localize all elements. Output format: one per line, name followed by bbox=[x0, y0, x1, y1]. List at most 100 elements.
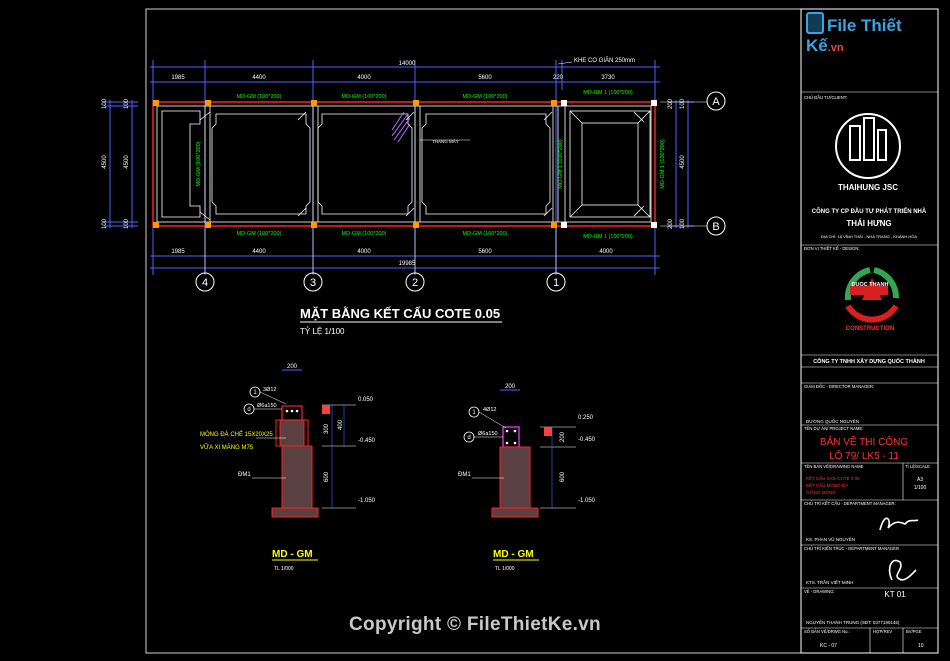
plan-scale: TỶ LỆ 1/100 bbox=[300, 327, 345, 336]
dim-top-2: 4400 bbox=[252, 75, 266, 81]
designer-logo bbox=[844, 267, 900, 323]
dim-left-small-3: 100 bbox=[124, 218, 130, 229]
beam-label-top-3: MD-GM (100*200) bbox=[463, 94, 508, 100]
section1-mark-1: 1 bbox=[253, 390, 257, 396]
title-block: CHỦ ĐẦU TƯ/CLIENT: ĐƠN VỊ THIẾT KẾ - DES… bbox=[800, 8, 939, 654]
section2-scale: TL 1/000 bbox=[495, 566, 515, 572]
dim-bottom-2: 4400 bbox=[252, 249, 266, 255]
axis-marker-a bbox=[706, 91, 726, 111]
beam-label-top-1: MD-GM (100*200) bbox=[237, 94, 282, 100]
section1-footing bbox=[271, 507, 319, 518]
scale-value-2: 1/100 bbox=[914, 485, 927, 491]
section1-scale: TL 1/000 bbox=[274, 566, 294, 572]
dim-right-main: 4500 bbox=[680, 155, 686, 169]
axis-label-1: 1 bbox=[553, 277, 559, 289]
section2-stirrup: Ø6a150 bbox=[478, 431, 498, 437]
project-name-1: BẢN VẼ THI CÔNG bbox=[820, 435, 908, 448]
project-label: TÊN DỰ ÁN/ PROJECT NAME: bbox=[804, 426, 863, 431]
site-logo[interactable]: File Thiết Kế.vn bbox=[806, 12, 926, 55]
interior-beams bbox=[204, 106, 566, 222]
drawing-line-1: KẾT CẤU SÀN COTE 0.05 bbox=[806, 475, 860, 481]
designer-label: ĐƠN VỊ THIẾT KẾ - DESIGN: bbox=[804, 246, 860, 251]
dim-left-inner: 4500 bbox=[124, 155, 130, 169]
site-logo-text: File Thiết Kế bbox=[806, 16, 902, 55]
dim-right-small-2: 100 bbox=[680, 98, 686, 109]
section1-height-3: 600 bbox=[324, 471, 330, 482]
owner-name-1: CÔNG TY CP ĐẦU TƯ PHÁT TRIỂN NHÀ bbox=[812, 207, 927, 215]
dim-right-small-3: 100 bbox=[680, 218, 686, 229]
section1-level-2: -0.450 bbox=[358, 438, 376, 444]
dim-top-3: 4000 bbox=[357, 75, 371, 81]
axis-label-b: B bbox=[712, 221, 719, 233]
section2-width: 200 bbox=[505, 384, 516, 390]
director-label: GIÁM ĐỐC - DIRECTOR MANAGER: bbox=[804, 384, 874, 389]
owner-address: ĐỊA CHỈ: 18 VĨNH THÁI - NHA TRANG - KHÁN… bbox=[821, 234, 917, 239]
section1-level-3: -1.050 bbox=[358, 498, 376, 504]
scale-label: TỈ LỆ/SCALE bbox=[905, 464, 930, 469]
beam-label-vert-1: MD-GM (100*200) bbox=[196, 141, 202, 186]
dim-left-small-2: 100 bbox=[102, 98, 108, 109]
drawing-label: TÊN BẢN VẼ/DRAWING NAME bbox=[804, 464, 864, 469]
beam-label-vert-2: MD-GM 1 (100*200) bbox=[558, 139, 564, 189]
owner-logo bbox=[835, 113, 901, 179]
section2-footing-wall bbox=[499, 446, 531, 509]
section1-note-2: VỮA XI MĂNG M75 bbox=[200, 444, 254, 451]
footer-label-1: SỐ BẢN VẼ/DRWG No.: bbox=[804, 629, 850, 634]
stair-note: THANG MÁY bbox=[432, 138, 459, 144]
section2-level-2: -0.450 bbox=[578, 437, 596, 443]
site-logo-icon bbox=[806, 12, 824, 34]
section1-note-1: MÓNG ĐÁ CHẺ 15X20X25 bbox=[200, 431, 273, 438]
section2-beam bbox=[502, 426, 520, 448]
dim-left-small-4: 100 bbox=[102, 218, 108, 229]
section2-height-2: 600 bbox=[560, 471, 566, 482]
arch-name: KTS. TRẦN VIẾT MINH bbox=[806, 579, 853, 585]
dim-top-6: 3730 bbox=[601, 75, 615, 81]
joint-note: KHE CO GIÃN 250mm bbox=[574, 57, 635, 64]
footer-label-3: BV/PGE bbox=[906, 629, 922, 634]
dim-bottom-3: 4000 bbox=[357, 249, 371, 255]
dim-total-bottom: 19985 bbox=[399, 261, 416, 267]
section2-height-1: 200 bbox=[560, 431, 566, 442]
copyright-watermark: Copyright © FileThietKe.vn bbox=[349, 614, 601, 635]
arch-label: CHỦ TRÌ KIẾN TRÚC - DEPARTMENT MANAGER bbox=[804, 546, 899, 551]
section2-mark-1: 1 bbox=[472, 410, 476, 416]
drawer: NGUYỄN THANH TRUNG (SĐT: 0377190145) bbox=[806, 619, 900, 625]
section2-level-3: -1.050 bbox=[578, 498, 596, 504]
section2-level-1: 0.250 bbox=[578, 415, 594, 421]
dim-bottom-1: 1985 bbox=[171, 249, 185, 255]
section1-wall bbox=[279, 419, 305, 447]
section1-stirrup: Ø6a150 bbox=[257, 403, 277, 409]
site-logo-domain: .vn bbox=[827, 42, 844, 54]
slab-panels bbox=[161, 110, 651, 218]
owner-brand: THAIHUNG JSC bbox=[838, 183, 898, 192]
dim-total-top: 14000 bbox=[399, 61, 416, 67]
axis-label-4: 4 bbox=[202, 277, 208, 289]
inner-beam-outline bbox=[156, 105, 652, 223]
dim-left-main: 4500 bbox=[102, 155, 108, 169]
designer-logo-text: DUOC THANH bbox=[852, 282, 889, 288]
beam-label-bottom-2: MD-GM (100*200) bbox=[342, 231, 387, 237]
director-name: ĐƯƠNG QUỐC NGUYÊN bbox=[806, 417, 859, 424]
axis-row-markers: A B bbox=[660, 91, 726, 236]
section2-mark-d: d bbox=[467, 435, 470, 441]
owner-label: CHỦ ĐẦU TƯ/CLIENT: bbox=[804, 95, 847, 100]
designer-logo-sub: CONSTRUCTION bbox=[846, 326, 894, 332]
section1-footing-label: ĐM1 bbox=[238, 472, 251, 478]
dim-right-small-4: 200 bbox=[668, 218, 674, 229]
section1-level-1: 0.050 bbox=[358, 397, 374, 403]
section2-footing bbox=[491, 507, 539, 518]
section1-width: 200 bbox=[287, 364, 298, 370]
beam-label-bottom-1: MD-GM (100*200) bbox=[237, 231, 282, 237]
project-name-2: LÔ 79/ LK5 - 11 bbox=[829, 449, 899, 462]
section1-height-1: 300 bbox=[324, 423, 330, 434]
section1-beam bbox=[281, 405, 303, 421]
dim-top-1: 1985 bbox=[171, 75, 185, 81]
dim-left-small-1: 100 bbox=[124, 98, 130, 109]
section2-title: MD - GM bbox=[493, 549, 534, 560]
plan-title: MẶT BẰNG KẾT CẤU COTE 0.05 bbox=[300, 306, 500, 321]
section1-mark-d: d bbox=[247, 407, 250, 413]
axis-col-markers: 4 3 2 1 bbox=[195, 228, 566, 292]
drawing-code: KT 01 bbox=[884, 590, 906, 599]
section1-rebar: 3Ø12 bbox=[263, 387, 276, 393]
